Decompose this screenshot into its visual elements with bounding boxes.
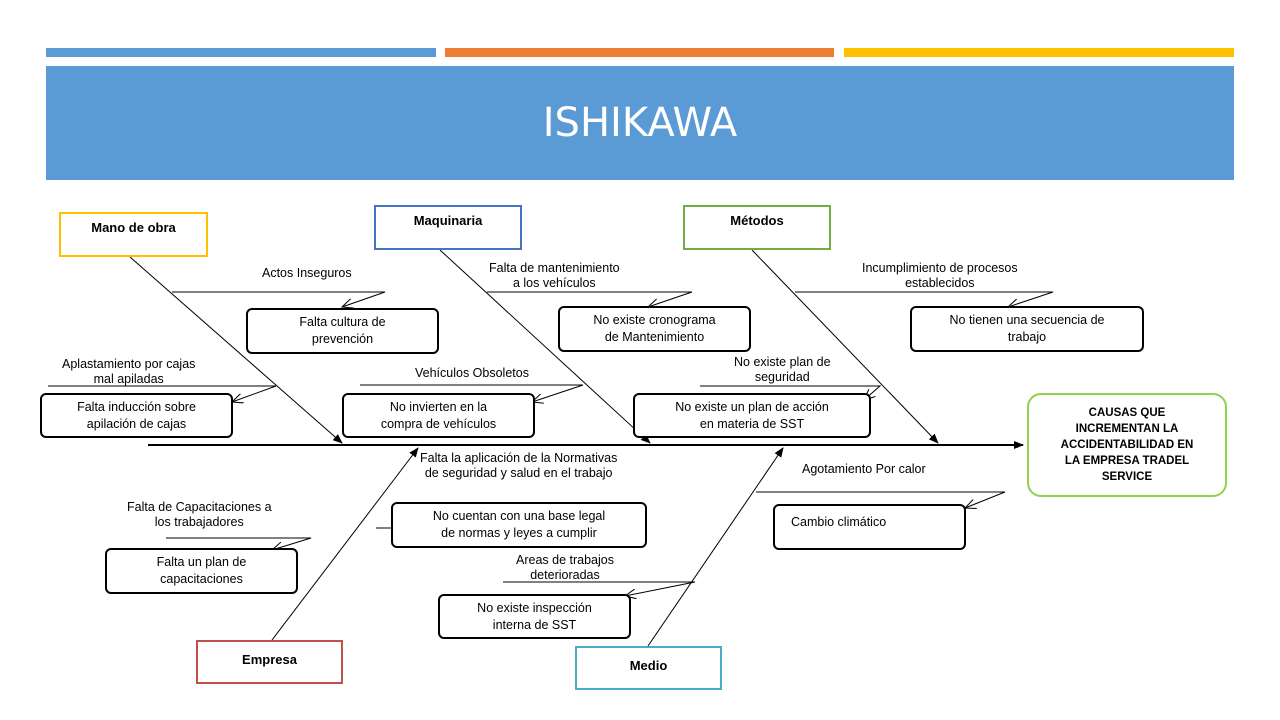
rib-maquinaria xyxy=(439,249,651,444)
subcause-areas-trabajo: Areas de trabajos deterioradas xyxy=(516,553,614,582)
category-empresa: Empresa xyxy=(196,640,343,684)
cause-falta-plan-capacitaciones: Falta un plan de capacitaciones xyxy=(105,548,298,594)
rib-medio xyxy=(647,447,784,647)
branch-agotamiento xyxy=(756,491,1006,508)
category-medio: Medio xyxy=(575,646,722,690)
subcause-aplastamiento: Aplastamiento por cajas mal apiladas xyxy=(62,357,196,386)
branch-incumplimiento xyxy=(795,291,1054,307)
category-label: Métodos xyxy=(730,213,784,228)
branch-aplastamiento xyxy=(48,385,277,402)
rib-empresa xyxy=(271,447,419,641)
category-label: Medio xyxy=(629,658,668,673)
branch-vehiculos-obsoletos xyxy=(360,384,584,402)
subcause-incumplimiento: Incumplimiento de procesos establecidos xyxy=(862,261,1018,290)
category-label: Maquinaria xyxy=(413,213,483,228)
branch-areas-trabajo xyxy=(503,581,696,596)
rib-mano-de-obra xyxy=(129,256,343,444)
subcause-no-plan-seguridad: No existe plan de seguridad xyxy=(734,355,831,384)
branch-falta-mantenimiento xyxy=(487,291,693,307)
category-mano-de-obra: Mano de obra xyxy=(59,212,208,257)
subcause-falta-normativas: Falta la aplicación de la Normativas de … xyxy=(420,451,618,480)
category-label: Mano de obra xyxy=(91,220,176,235)
branch-actos-inseguros xyxy=(172,291,386,307)
branch-falta-capacitaciones xyxy=(166,537,312,550)
accent-bar-orange xyxy=(445,48,834,57)
accent-bar-yellow xyxy=(844,48,1234,57)
subcause-vehiculos-obsoletos: Vehículos Obsoletos xyxy=(415,366,529,380)
cause-falta-induccion: Falta inducción sobre apilación de cajas xyxy=(40,393,233,438)
cause-no-base-legal: No cuentan con una base legal de normas … xyxy=(391,502,647,548)
subcause-falta-capacitaciones: Falta de Capacitaciones a los trabajador… xyxy=(127,500,272,529)
category-maquinaria: Maquinaria xyxy=(374,205,522,250)
page-title: ISHIKAWA xyxy=(542,100,738,146)
subcause-actos-inseguros: Actos Inseguros xyxy=(262,266,352,280)
subcause-falta-mantenimiento: Falta de mantenimiento a los vehículos xyxy=(489,261,620,290)
title-banner: ISHIKAWA xyxy=(46,66,1234,180)
cause-cambio-climatico: Cambio climático xyxy=(773,504,966,550)
cause-falta-cultura: Falta cultura de prevención xyxy=(246,308,439,354)
effect-label: CAUSAS QUE INCREMENTAN LA ACCIDENTABILID… xyxy=(1060,407,1194,483)
rib-metodos xyxy=(751,249,939,444)
subcause-agotamiento: Agotamiento Por calor xyxy=(802,462,926,476)
cause-no-inspeccion: No existe inspección interna de SST xyxy=(438,594,631,639)
category-metodos: Métodos xyxy=(683,205,831,250)
cause-no-invierten: No invierten en la compra de vehículos xyxy=(342,393,535,438)
category-label: Empresa xyxy=(242,652,297,667)
cause-no-cronograma: No existe cronograma de Mantenimiento xyxy=(558,306,751,352)
effect-box: CAUSAS QUE INCREMENTAN LA ACCIDENTABILID… xyxy=(1027,393,1227,497)
accent-bar-blue xyxy=(46,48,436,57)
cause-no-plan-accion: No existe un plan de acción en materia d… xyxy=(633,393,871,438)
cause-no-secuencia: No tienen una secuencia de trabajo xyxy=(910,306,1144,352)
